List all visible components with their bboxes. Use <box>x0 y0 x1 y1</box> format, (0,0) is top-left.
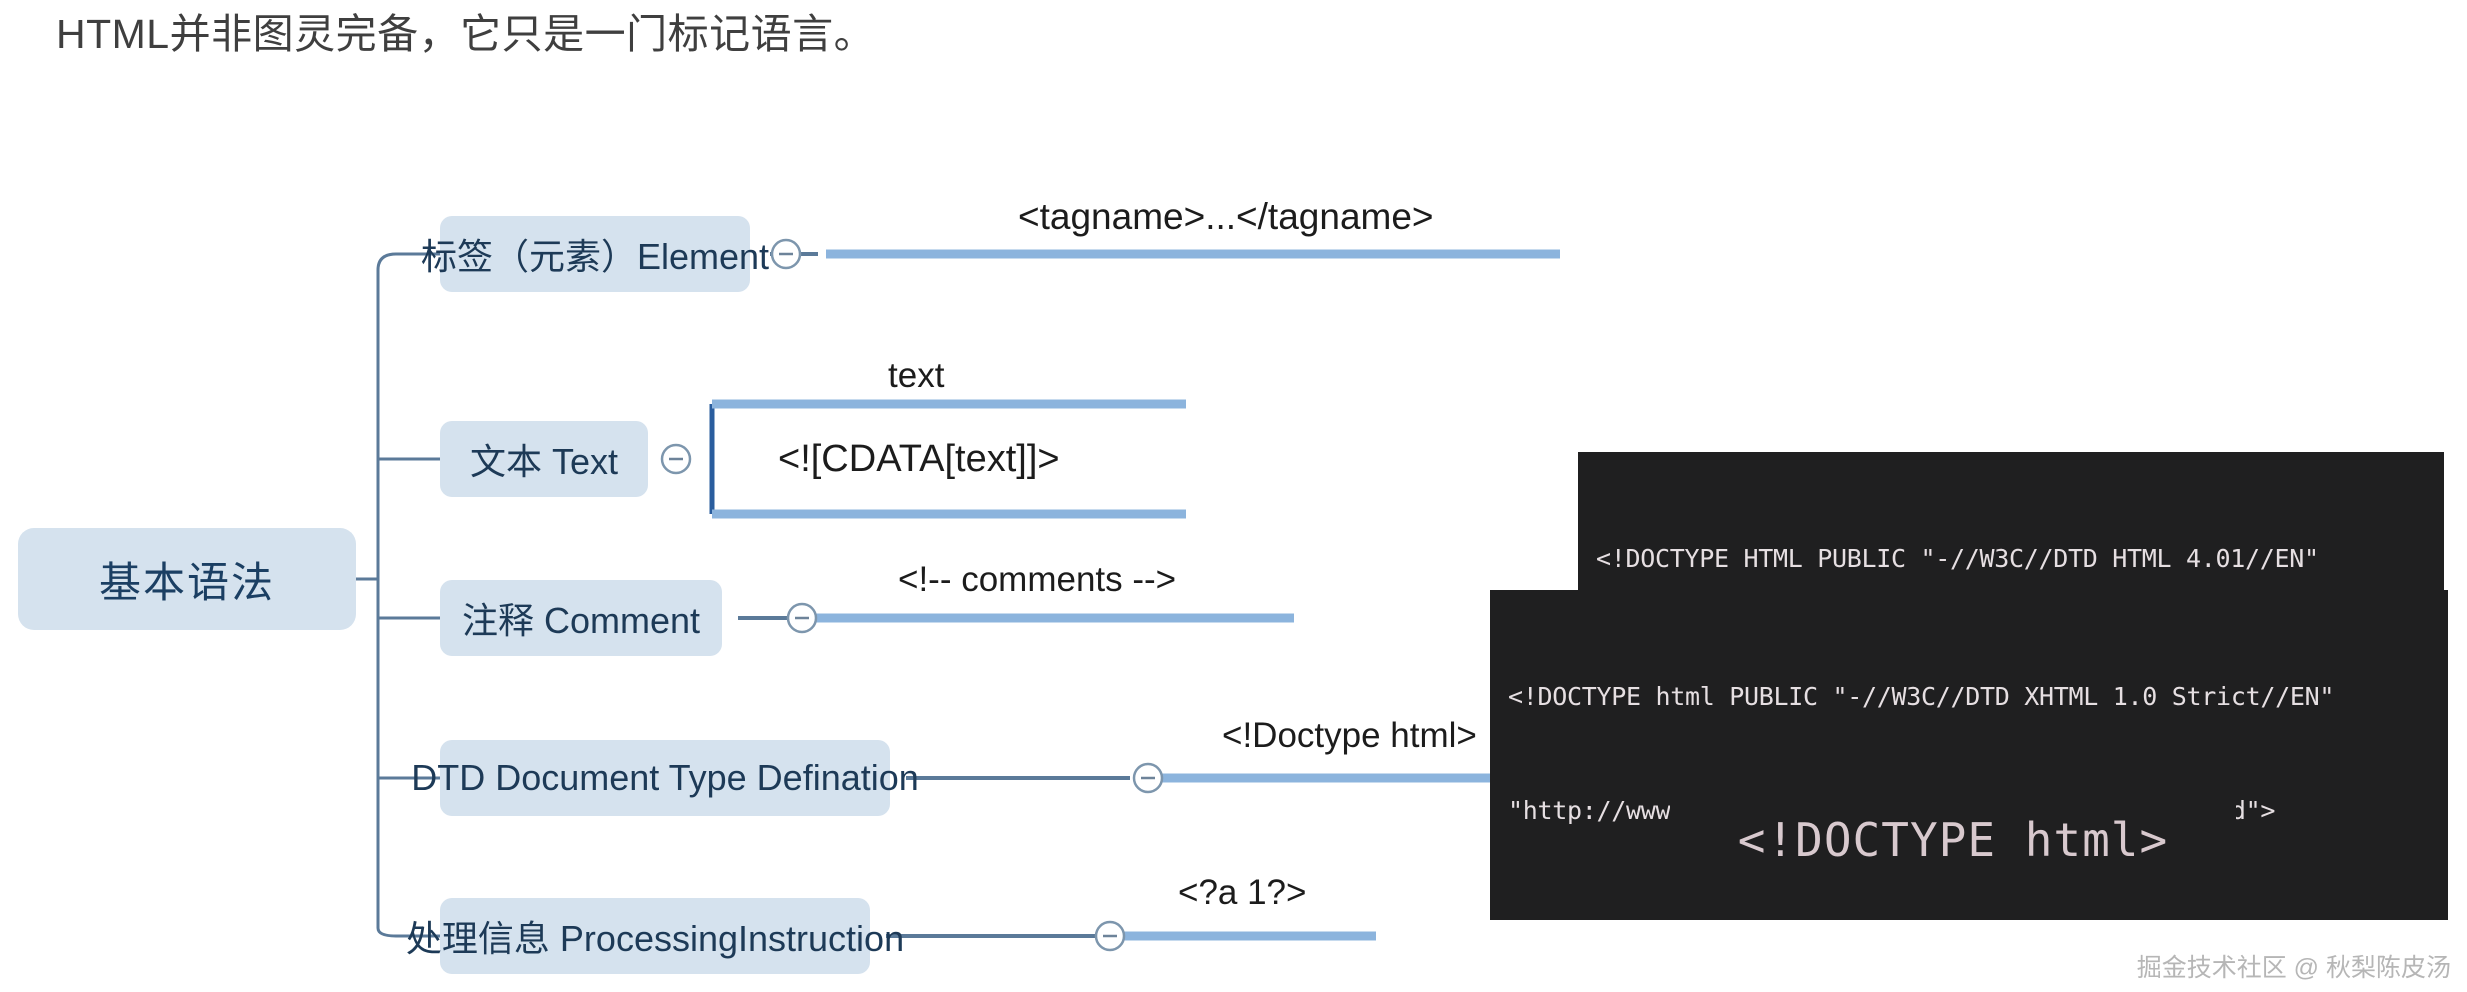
mindmap-node-processing-instruction[interactable]: 处理信息 ProcessingInstruction <box>406 898 904 974</box>
collapse-toggle-element[interactable] <box>770 238 802 270</box>
code-block-html5-doctype: <!DOCTYPE html> <box>1670 790 2236 890</box>
mindmap-node-comment[interactable]: 注释 Comment <box>440 580 722 656</box>
code-line: <!DOCTYPE HTML PUBLIC "-//W3C//DTD HTML … <box>1596 544 2319 573</box>
leaf-label-processing-instruction: <?a 1?> <box>1178 873 1307 912</box>
mindmap-node-element[interactable]: 标签（元素）Element <box>421 216 769 292</box>
collapse-toggle-dtd[interactable] <box>1132 762 1164 794</box>
collapse-toggle-comment[interactable] <box>786 602 818 634</box>
mindmap-root-node[interactable]: 基本语法 <box>18 528 356 630</box>
page-title: HTML并非图灵完备，它只是一门标记语言。 <box>56 11 876 57</box>
leaf-label-tagname: <tagname>...</tagname> <box>1018 196 1434 237</box>
mindmap-node-text[interactable]: 文本 Text <box>440 421 648 497</box>
leaf-label-doctype: <!Doctype html> <box>1222 716 1477 755</box>
leaf-label-text: text <box>888 356 945 395</box>
mindmap-node-dtd[interactable]: DTD Document Type Defination <box>411 740 919 816</box>
collapse-toggle-text[interactable] <box>660 443 692 475</box>
collapse-toggle-pi[interactable] <box>1094 920 1126 952</box>
code-line: <!DOCTYPE html PUBLIC "-//W3C//DTD XHTML… <box>1508 682 2335 711</box>
leaf-label-cdata: <![CDATA[text]]> <box>778 438 1060 480</box>
watermark: 掘金技术社区 @ 秋梨陈皮汤 <box>2136 954 2451 982</box>
leaf-label-comment: <!-- comments --> <box>898 560 1177 599</box>
